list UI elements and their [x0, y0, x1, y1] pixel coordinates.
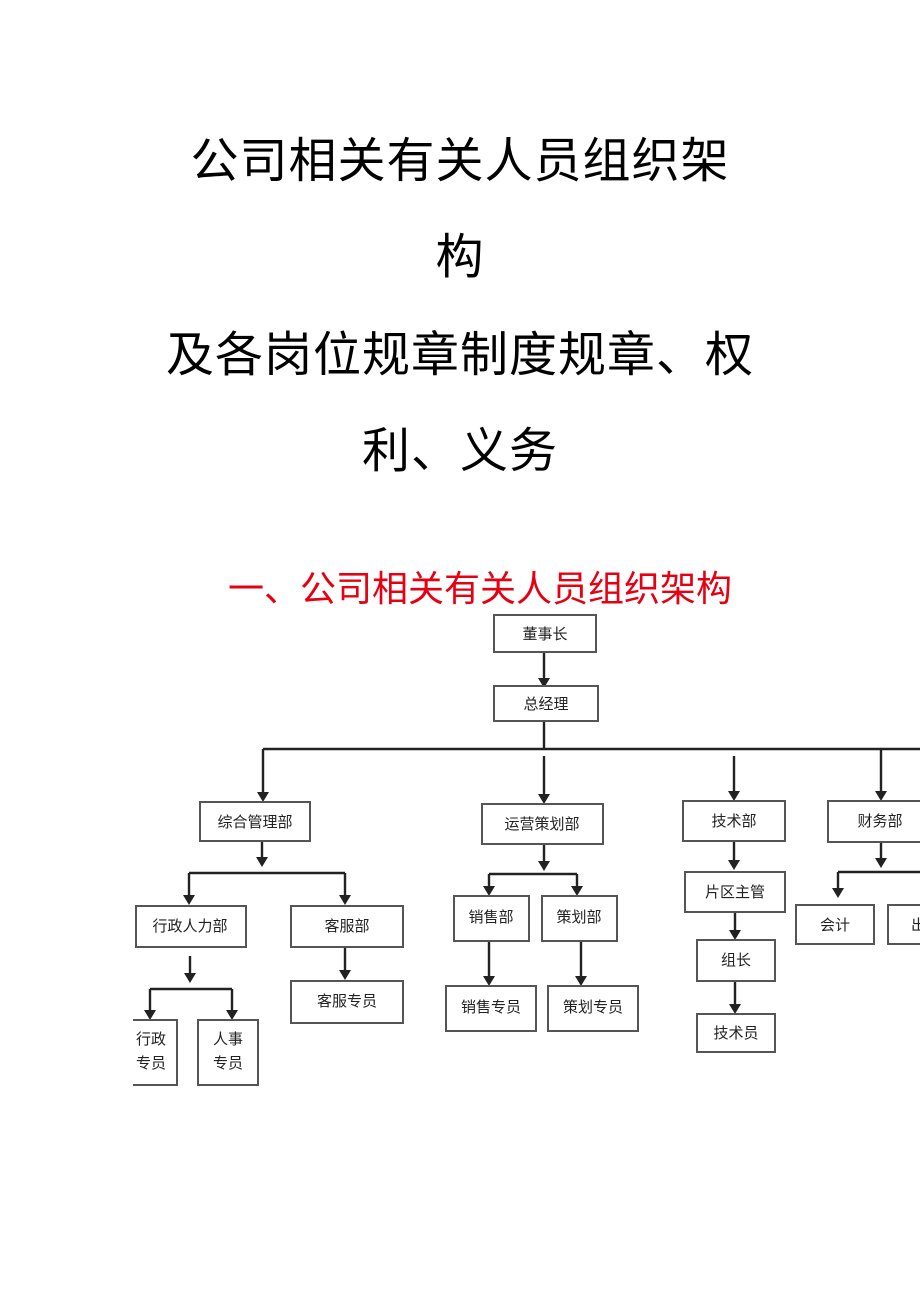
node-admin-specialist-label-2: 专员	[136, 1054, 166, 1072]
node-admin-specialist: 行政 专员	[133, 1019, 178, 1086]
node-cashier: 出	[887, 904, 920, 945]
node-area-supervisor: 片区主管	[684, 871, 786, 913]
node-hr-specialist-label-1: 人事	[213, 1030, 243, 1048]
node-chairman-label: 董事长	[522, 625, 567, 643]
org-chart-connectors	[144, 652, 920, 1020]
node-planning-specialist: 策划专员	[547, 985, 639, 1032]
node-customer-service-label: 客服部	[324, 917, 369, 935]
node-dept-finance-label: 财务部	[857, 812, 902, 830]
node-planning-specialist-label: 策划专员	[563, 998, 623, 1016]
node-team-leader-label: 组长	[721, 951, 751, 969]
node-planning-dept: 策划部	[541, 895, 618, 942]
doc-title-line-4: 利、义务	[361, 423, 558, 479]
node-general-manager-label: 总经理	[523, 695, 568, 713]
node-chairman: 董事长	[493, 614, 597, 653]
node-area-supervisor-label: 片区主管	[705, 883, 765, 901]
node-technician-label: 技术员	[713, 1024, 758, 1042]
node-cashier-label: 出	[911, 916, 920, 934]
node-dept-general-admin-label: 综合管理部	[217, 813, 292, 831]
node-hr-specialist-label-2: 专员	[213, 1054, 243, 1072]
node-technician: 技术员	[696, 1013, 776, 1053]
node-accountant-label: 会计	[820, 916, 850, 934]
node-dept-operations-planning-label: 运营策划部	[504, 815, 579, 833]
node-customer-service: 客服部	[290, 905, 404, 948]
node-general-manager: 总经理	[493, 685, 599, 722]
node-sales-specialist: 销售专员	[445, 985, 537, 1032]
node-admin-hr: 行政人力部	[135, 905, 247, 948]
node-planning-dept-label: 策划部	[556, 908, 601, 926]
node-dept-operations-planning: 运营策划部	[481, 803, 604, 845]
section-heading: 一、公司相关有关人员组织架构	[227, 569, 732, 610]
node-dept-technical-label: 技术部	[711, 812, 756, 830]
node-sales-dept: 销售部	[453, 895, 530, 942]
node-dept-general-admin: 综合管理部	[199, 801, 311, 842]
node-accountant: 会计	[795, 904, 875, 945]
node-customer-service-specialist-label: 客服专员	[317, 992, 377, 1010]
doc-title-line-1: 公司相关有关人员组织架	[190, 133, 730, 189]
doc-title-line-2: 构	[435, 229, 485, 285]
node-admin-specialist-label-1: 行政	[136, 1030, 166, 1048]
node-sales-specialist-label: 销售专员	[461, 998, 521, 1016]
node-admin-hr-label: 行政人力部	[152, 917, 227, 935]
node-team-leader: 组长	[696, 939, 776, 982]
doc-title-line-3: 及各岗位规章制度规章、权	[165, 327, 754, 383]
node-sales-dept-label: 销售部	[468, 908, 513, 926]
node-dept-finance: 财务部	[827, 800, 920, 843]
node-hr-specialist: 人事 专员	[197, 1019, 259, 1086]
node-dept-technical: 技术部	[682, 800, 786, 842]
node-customer-service-specialist: 客服专员	[290, 980, 404, 1024]
